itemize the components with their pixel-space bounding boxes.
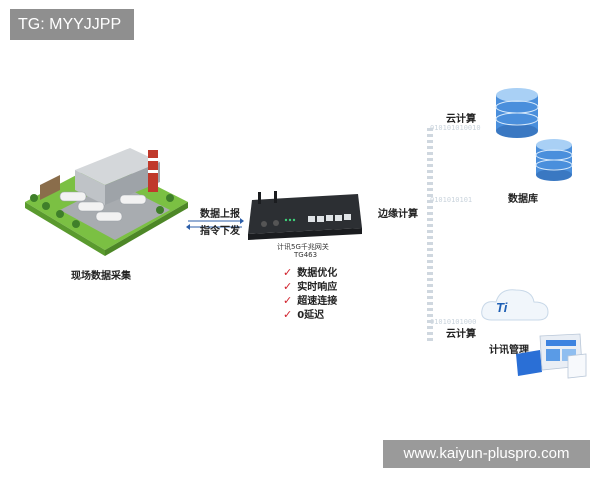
feature-item: ✓数据优化 [283, 266, 338, 279]
command-label: 指令下发 [200, 226, 240, 237]
gateway-name: 计讯5G千兆网关 [277, 243, 329, 251]
check-icon: ✓ [283, 266, 293, 279]
edge-label: 边缘计算 [378, 209, 418, 220]
management-screens-icon [516, 333, 587, 379]
check-icon: ✓ [283, 308, 293, 321]
gateway-model: TG463 [294, 251, 318, 259]
cloud-label-top: 云计算 [446, 114, 476, 125]
binary-text: 01010101000 [430, 318, 477, 326]
cloud-icon [481, 289, 549, 321]
bidirectional-arrow [186, 218, 244, 230]
cloud-label-bottom: 云计算 [446, 329, 476, 340]
database-icon [495, 88, 573, 181]
binary-text: 010101010010 [430, 124, 481, 132]
watermark-banner: www.kaiyun-pluspro.com [383, 440, 590, 468]
upload-label: 数据上报 [200, 209, 240, 220]
factory-illustration [25, 148, 188, 256]
check-icon: ✓ [283, 294, 293, 307]
feature-item: ✓超速连接 [283, 294, 338, 307]
data-stream-bar [427, 128, 433, 344]
gateway-device [248, 191, 362, 240]
cloud-logo-text: Ti [496, 300, 508, 315]
feature-list: ✓数据优化 ✓实时响应 ✓超速连接 ✓0延迟 [283, 266, 337, 322]
feature-item: ✓0延迟 [283, 308, 325, 321]
database-label: 数据库 [508, 194, 538, 205]
check-icon: ✓ [283, 280, 293, 293]
binary-text: 0101010101 [430, 196, 473, 204]
management-label: 计讯管理 [489, 345, 529, 356]
site-label: 现场数据采集 [71, 271, 131, 282]
feature-item: ✓实时响应 [283, 280, 338, 293]
tag-banner: TG: MYYJJPP [10, 9, 134, 40]
